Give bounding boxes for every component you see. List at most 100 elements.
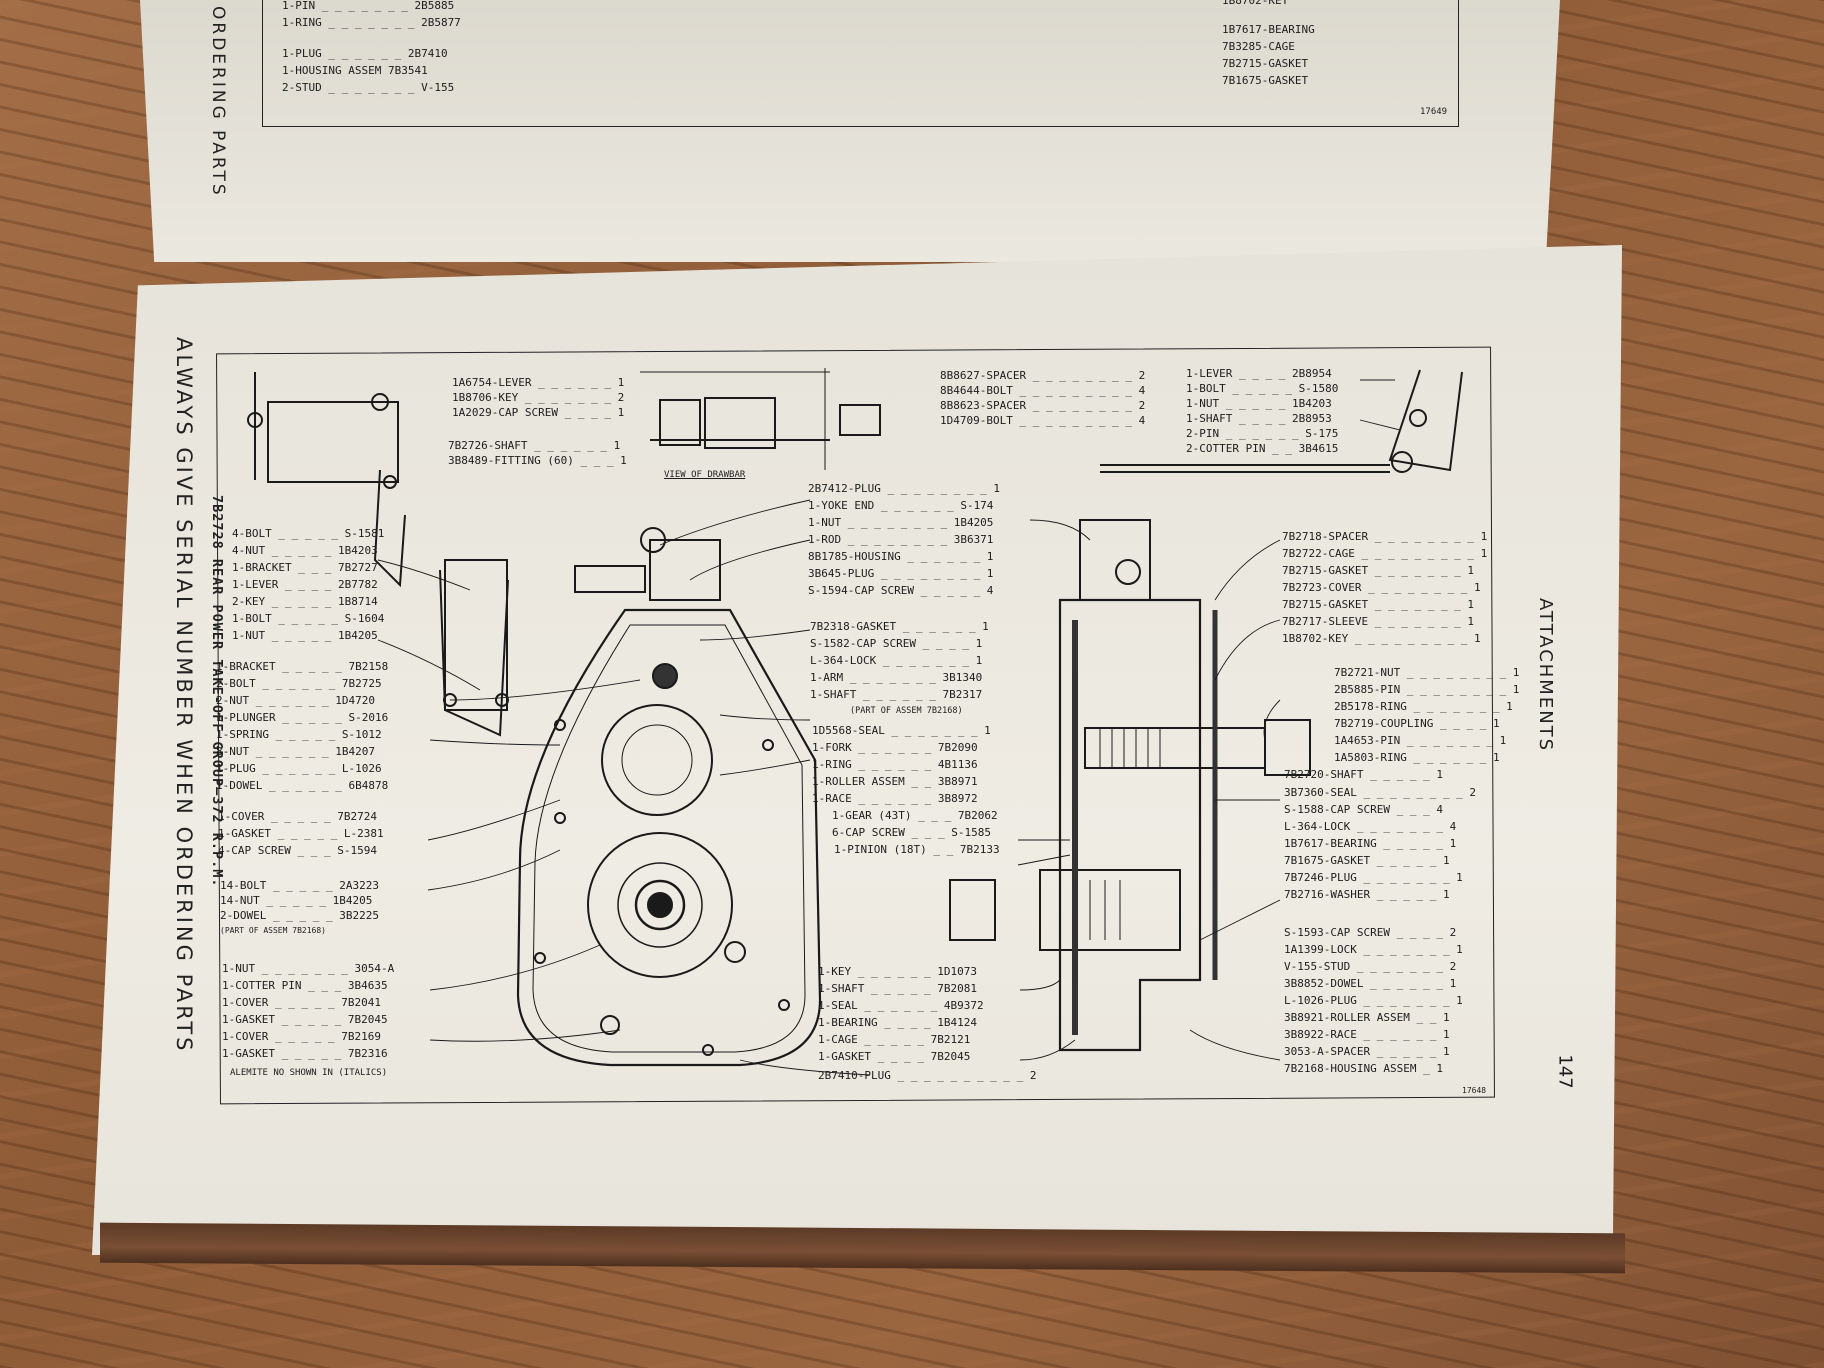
label-group-center-bottom: 1-KEY _ _ _ _ _ _ 1D1073 1-SHAFT _ _ _ _…	[818, 963, 984, 1065]
part-label: 1-SEAL _ _ _ _ _ _ 4B9372	[818, 999, 984, 1012]
part-label: 1-NUT _ _ _ _ _ 1B4205	[232, 629, 378, 642]
part-label: 7B2718-SPACER _ _ _ _ _ _ _ _ 1	[1282, 530, 1488, 543]
part-label: 1B8706-KEY _ _ _ _ _ _ _ 2	[452, 391, 625, 404]
upper-labels-right: 1B8702-KEY 1B7617-BEARING 7B3285-CAGE 7B…	[1222, 0, 1315, 89]
figure-number: 17648	[1462, 1086, 1487, 1095]
part-label: 1D4709-BOLT _ _ _ _ _ _ _ _ _ 4	[940, 414, 1146, 427]
part-label: 2B5885-PIN _ _ _ _ _ _ _ _ 1	[1334, 683, 1520, 696]
lever-assembly-drawing	[247, 372, 509, 737]
part-label: 1D5568-SEAL _ _ _ _ _ _ _ 1	[812, 724, 991, 737]
part-label: 3B645-PLUG _ _ _ _ _ _ _ _ 1	[808, 567, 994, 580]
part-label: 2-COTTER PIN _ _ 3B4615	[1186, 442, 1339, 455]
part-label: 1-YOKE END _ _ _ _ _ _ S-174	[808, 499, 994, 512]
part-label: 2-PIN _ _ _ _ _ _ S-175	[1186, 427, 1339, 440]
label-group-shaft: 7B2726-SHAFT _ _ _ _ _ _ 1 3B8489-FITTIN…	[448, 438, 627, 468]
upper-book-page	[140, 0, 1560, 262]
part-label: 1-BRACKET _ _ _ _ _ 7B2158	[216, 660, 389, 673]
side-instruction-text: ALWAYS GIVE SERIAL NUMBER WHEN ORDERING …	[172, 337, 196, 1054]
drawbar-view-drawing	[640, 368, 881, 470]
part-label: 8B4644-BOLT _ _ _ _ _ _ _ _ _ 4	[940, 384, 1146, 397]
part-label: 3B8489-FITTING (60) _ _ _ 1	[448, 454, 627, 467]
upper-label: 7B1675-GASKET	[1222, 74, 1309, 87]
part-label: 7B2168-HOUSING ASSEM _ 1	[1284, 1062, 1443, 1075]
part-label: 3B8852-DOWEL _ _ _ _ _ _ 1	[1284, 977, 1457, 990]
part-label: S-1593-CAP SCREW _ _ _ _ 2	[1284, 926, 1457, 939]
label-group-left-e: 1-NUT _ _ _ _ _ _ _ 3054-A 1-COTTER PIN …	[222, 960, 394, 1062]
cross-shaft-drawing	[574, 527, 721, 601]
part-label: 7B1675-GASKET _ _ _ _ _ 1	[1284, 854, 1450, 867]
part-label: V-155-STUD _ _ _ _ _ _ _ 2	[1284, 960, 1457, 973]
part-label: 1-FORK _ _ _ _ _ _ 7B2090	[812, 741, 978, 754]
label-group-left-c: 1-COVER _ _ _ _ _ 7B2724 1-GASKET _ _ _ …	[218, 808, 384, 859]
part-label: 2-BOLT _ _ _ _ _ _ 7B2725	[216, 677, 382, 690]
part-label: 2-KEY _ _ _ _ _ 1B8714	[232, 595, 378, 608]
part-label: 4-CAP SCREW _ _ _ S-1594	[218, 844, 377, 857]
part-label: 1A6754-LEVER _ _ _ _ _ _ 1	[452, 376, 625, 389]
upper-label: 1-PLUG _ _ _ _ _ _ 2B7410	[282, 47, 448, 60]
part-label: 1-PINION (18T) _ _ 7B2133	[834, 843, 1000, 856]
part-label: 1-NUT _ _ _ _ _ _ _ _ 1B4205	[808, 516, 994, 529]
part-label: 4-BOLT _ _ _ _ _ S-1581	[232, 527, 385, 540]
label-group-left-d: 14-BOLT _ _ _ _ _ 2A3223 14-NUT _ _ _ _ …	[220, 878, 379, 938]
section-heading: ATTACHMENTS	[1535, 598, 1556, 753]
part-label: (PART OF ASSEM 7B2168)	[850, 706, 963, 716]
part-label: 1A2029-CAP SCREW _ _ _ _ 1	[452, 406, 625, 419]
part-label: 8-NUT _ _ _ _ _ _ 1B4207	[216, 745, 375, 758]
part-label: 1B8702-KEY _ _ _ _ _ _ _ _ _ 1	[1282, 632, 1481, 645]
part-label: 1-PLUNGER _ _ _ _ _ S-2016	[216, 711, 389, 724]
label-group-center-low: 1D5568-SEAL _ _ _ _ _ _ _ 1 1-FORK _ _ _…	[812, 722, 1000, 858]
part-label: S-1588-CAP SCREW _ _ _ 4	[1284, 803, 1443, 816]
label-group-left-a: 4-BOLT _ _ _ _ _ S-1581 4-NUT _ _ _ _ _ …	[232, 525, 384, 644]
part-label: 1-RACE _ _ _ _ _ _ 3B8972	[812, 792, 978, 805]
label-group-center-mid: 7B2318-GASKET _ _ _ _ _ _ 1 S-1582-CAP S…	[810, 618, 989, 720]
part-label: 1B7617-BEARING _ _ _ _ _ 1	[1284, 837, 1457, 850]
part-label: L-364-LOCK _ _ _ _ _ _ _ 1	[810, 654, 983, 667]
part-label: 14-NUT _ _ _ _ _ 1B4205	[220, 894, 373, 907]
part-label: 2-NUT _ _ _ _ _ _ 1D4720	[216, 694, 375, 707]
alemite-note: ALEMITE NO SHOWN IN (ITALICS)	[230, 1068, 388, 1078]
label-group-left-b: 1-BRACKET _ _ _ _ _ 7B2158 2-BOLT _ _ _ …	[216, 658, 388, 794]
part-label: 2B5178-RING _ _ _ _ _ _ _ 1	[1334, 700, 1513, 713]
label-group-right-d: S-1593-CAP SCREW _ _ _ _ 2 1A1399-LOCK _…	[1284, 924, 1463, 1077]
part-label: L-1026-PLUG _ _ _ _ _ _ _ 1	[1284, 994, 1463, 1007]
part-label: 7B2723-COVER _ _ _ _ _ _ _ _ 1	[1282, 581, 1481, 594]
label-group-center-top: 2B7412-PLUG _ _ _ _ _ _ _ _ 1 1-YOKE END…	[808, 480, 1000, 599]
label-group-right-b: 7B2721-NUT _ _ _ _ _ _ _ _ 1 2B5885-PIN …	[1284, 664, 1520, 783]
part-label: 1-GEAR (43T) _ _ _ 7B2062	[832, 809, 998, 822]
part-label: 7B2715-GASKET _ _ _ _ _ _ _ 1	[1282, 564, 1475, 577]
part-label: 1A4653-PIN _ _ _ _ _ _ _ 1	[1334, 734, 1507, 747]
upper-label: 1B8702-KEY	[1222, 0, 1289, 7]
upper-label: 1-RING _ _ _ _ _ _ _ 2B5877	[282, 16, 461, 29]
part-label: 1-BEARING _ _ _ _ 1B4124	[818, 1016, 977, 1029]
part-label: 3053-A-SPACER _ _ _ _ _ 1	[1284, 1045, 1450, 1058]
part-label: 6-CAP SCREW _ _ _ S-1585	[832, 826, 991, 839]
part-label: 1-CAGE _ _ _ _ _ 7B2121	[818, 1033, 971, 1046]
label-group-top-left: 1A6754-LEVER _ _ _ _ _ _ 1 1B8706-KEY _ …	[452, 375, 624, 420]
part-label: 1A1399-LOCK _ _ _ _ _ _ _ 1	[1284, 943, 1463, 956]
part-label: 1-LEVER _ _ _ _ 2B7782	[232, 578, 378, 591]
part-label: 7B2722-CAGE _ _ _ _ _ _ _ _ _ 1	[1282, 547, 1488, 560]
part-label: 1-SPRING _ _ _ _ _ S-1012	[216, 728, 382, 741]
upper-label: 2-STUD _ _ _ _ _ _ _ V-155	[282, 81, 455, 94]
upper-label: 1-HOUSING ASSEM 7B3541	[282, 64, 428, 77]
part-label: 7B2715-GASKET _ _ _ _ _ _ _ 1	[1282, 598, 1475, 611]
part-label: 8B8623-SPACER _ _ _ _ _ _ _ _ 2	[940, 399, 1146, 412]
part-label: 8B1785-HOUSING _ _ _ _ _ _ 1	[808, 550, 994, 563]
page-number: 147	[1554, 1054, 1576, 1089]
part-label: 2-DOWEL _ _ _ _ _ 3B2225	[220, 909, 379, 922]
part-label: 1-COVER _ _ _ _ _ 7B2041	[222, 996, 381, 1009]
part-label: 1-SHAFT _ _ _ _ _ _ 7B2317	[810, 688, 983, 701]
part-label: 7B2716-WASHER _ _ _ _ _ 1	[1284, 888, 1450, 901]
part-label: 1-PLUG _ _ _ _ _ _ L-1026	[216, 762, 382, 775]
part-label: 3B7360-SEAL _ _ _ _ _ _ _ _ 2	[1284, 786, 1477, 799]
part-label: 1-DOWEL _ _ _ _ _ _ 6B4878	[216, 779, 389, 792]
part-label: 1-GASKET _ _ _ _ 7B2045	[818, 1050, 971, 1063]
part-label: 7B2318-GASKET _ _ _ _ _ _ 1	[810, 620, 989, 633]
part-label: 1-BOLT _ _ _ _ _ S-1604	[232, 612, 385, 625]
label-group-right-c: 3B7360-SEAL _ _ _ _ _ _ _ _ 2 S-1588-CAP…	[1284, 784, 1476, 903]
part-label: 1-GASKET _ _ _ _ _ 7B2045	[222, 1013, 388, 1026]
part-label: 7B2717-SLEEVE _ _ _ _ _ _ _ 1	[1282, 615, 1475, 628]
upper-figure-number: 17649	[1420, 107, 1448, 117]
part-label: 7B2721-NUT _ _ _ _ _ _ _ _ 1	[1334, 666, 1520, 679]
